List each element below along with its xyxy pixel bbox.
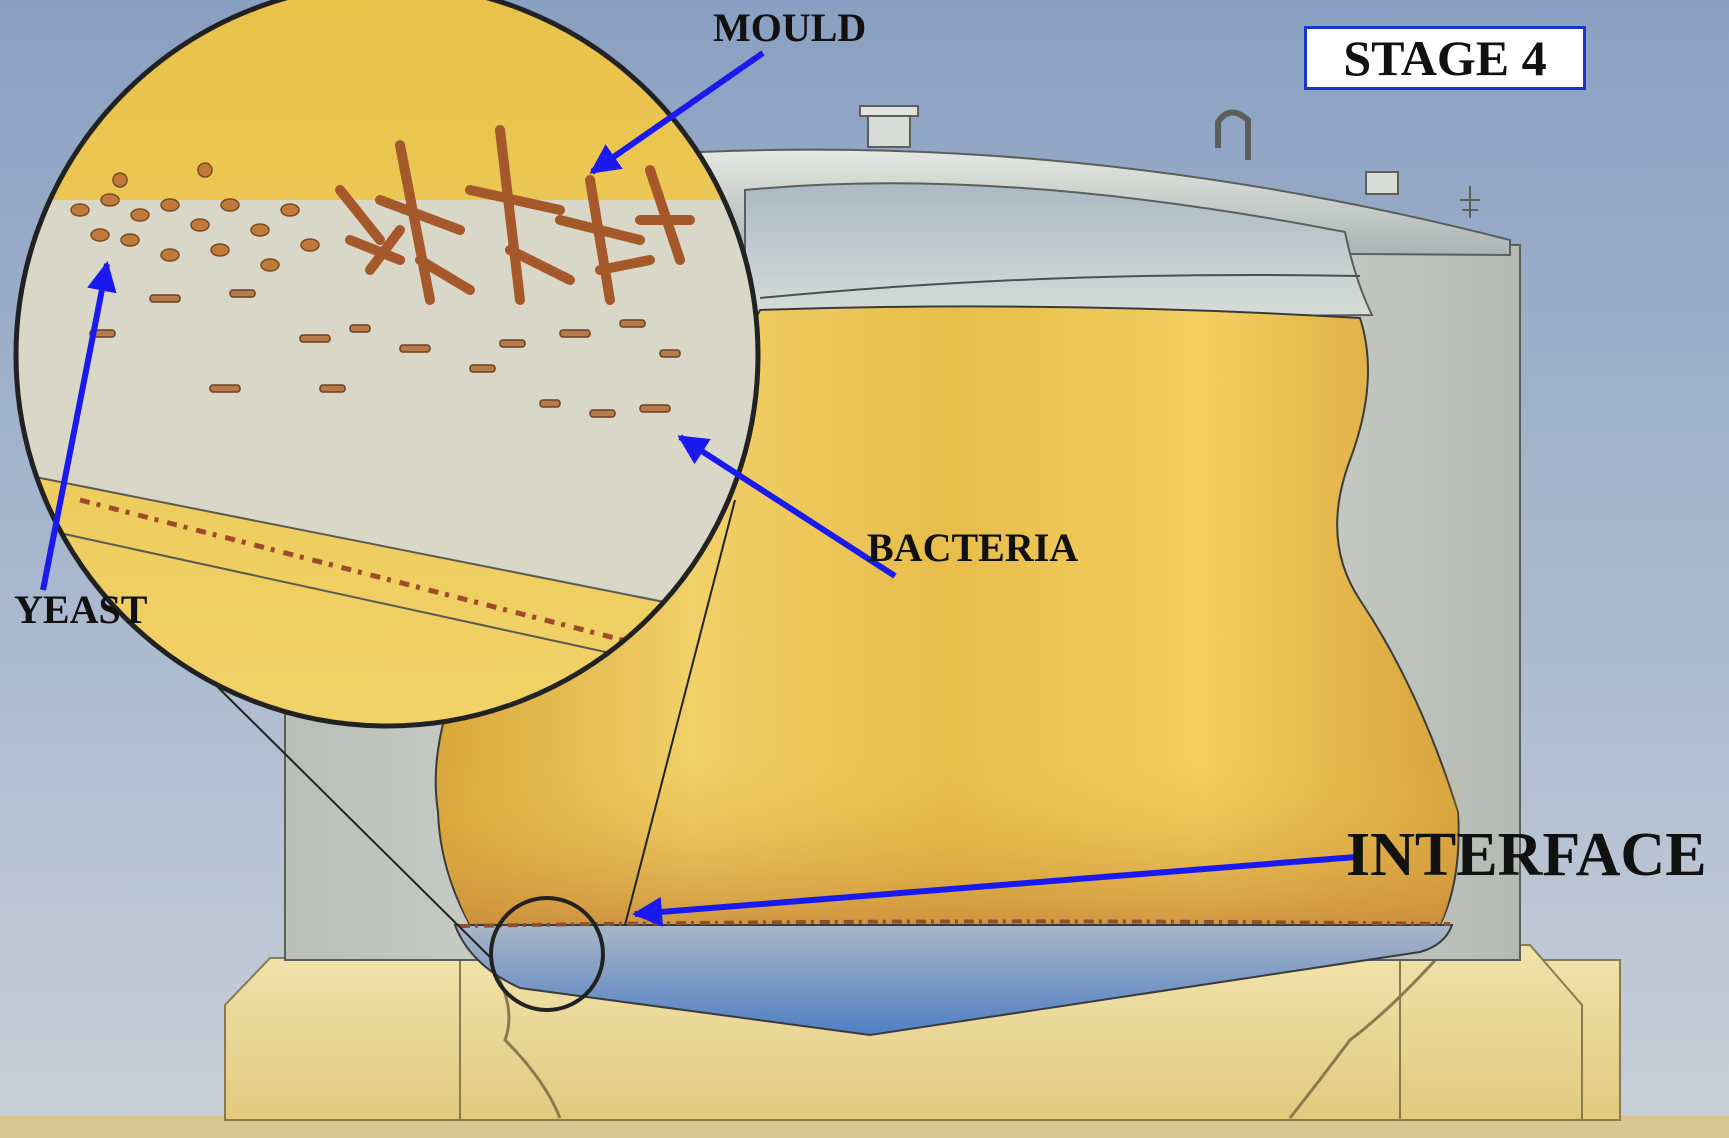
fuel-bottom-shade [440, 760, 1459, 925]
foundation-left [225, 958, 500, 1120]
roof-vent-cap [860, 106, 918, 116]
mould-label: MOULD [713, 8, 866, 48]
roof-vent [868, 112, 910, 147]
interface-label: INTERFACE [1346, 824, 1707, 886]
yeast-label: YEAST [14, 590, 147, 630]
stage-badge: STAGE 4 [1304, 26, 1586, 90]
roof-hatch [1366, 172, 1398, 194]
stage-label: STAGE 4 [1343, 33, 1546, 83]
bacteria-label: BACTERIA [867, 528, 1078, 568]
